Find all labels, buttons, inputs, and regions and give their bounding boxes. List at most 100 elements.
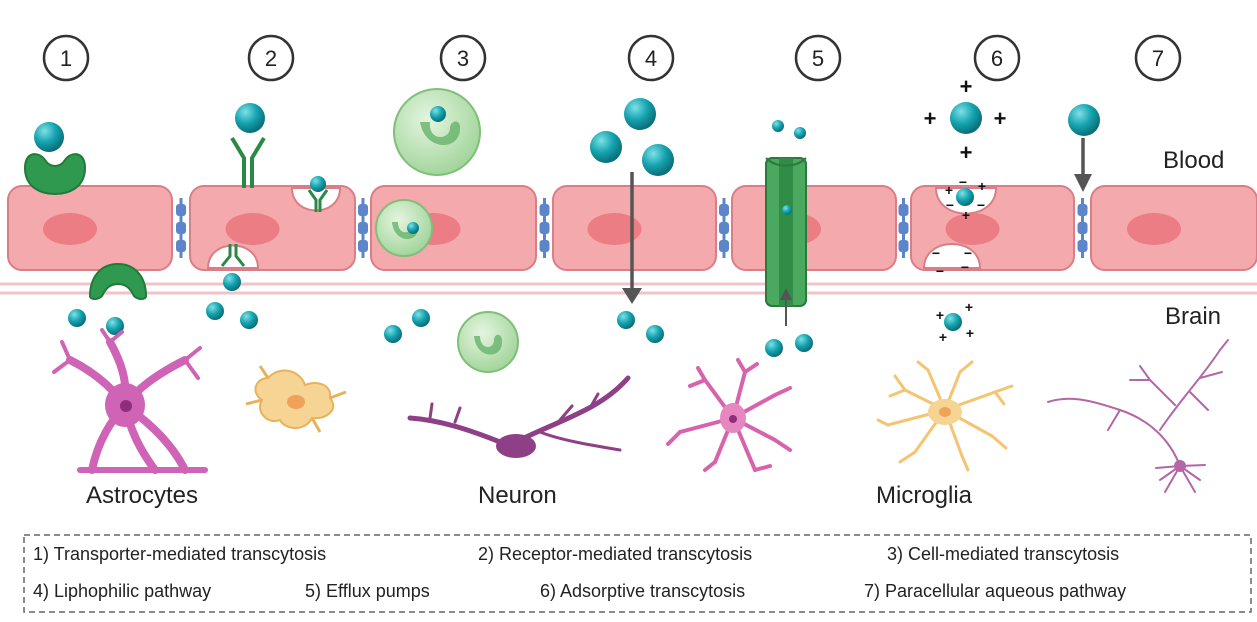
neuron-label: Neuron [478, 482, 557, 509]
step-marker-7: 7 [1134, 34, 1182, 82]
microglia-label: Microglia [876, 482, 973, 509]
cell-nucleus [225, 213, 280, 245]
molecule [235, 103, 265, 133]
glial-cell-orange [245, 365, 347, 433]
minus-sign: − [946, 197, 954, 213]
molecule [1068, 104, 1100, 136]
molecule [765, 339, 783, 357]
molecule [106, 317, 124, 335]
legend-item-4: 4) Liphophilic pathway [33, 581, 211, 601]
receptor-in-pit [307, 189, 329, 212]
plus-sign: + [945, 182, 953, 198]
plus-sign: + [994, 106, 1007, 131]
step-number: 4 [645, 46, 657, 71]
minus-sign: − [977, 197, 985, 213]
neuron-thin [1047, 339, 1229, 493]
transporter-protein-top [23, 153, 87, 196]
efflux-pump [765, 157, 807, 326]
molecule [617, 311, 635, 329]
brain-label: Brain [1165, 303, 1221, 330]
minus-sign: − [964, 245, 972, 261]
plus-sign: + [939, 329, 947, 345]
transporter-pathway [23, 153, 148, 300]
step-marker-5: 5 [794, 34, 842, 82]
plus-sign: + [924, 106, 937, 131]
molecule [310, 176, 326, 192]
immune-cell-blood [393, 88, 481, 176]
molecule [950, 102, 982, 134]
minus-sign: − [932, 245, 940, 261]
step-marker-2: 2 [247, 34, 295, 82]
astrocyte-small [666, 358, 792, 472]
microglia-cell [876, 360, 1014, 472]
molecule [384, 325, 402, 343]
step-number: 3 [457, 46, 469, 71]
immune-cell-pathway [375, 88, 519, 373]
molecule [430, 106, 446, 122]
immune-cell-crossing [375, 199, 433, 257]
adsorptive-pit-bottom [922, 243, 982, 269]
molecule [956, 188, 974, 206]
step-number: 6 [991, 46, 1003, 71]
plus-sign: + [966, 325, 974, 341]
molecule [772, 120, 784, 132]
molecule [412, 309, 430, 327]
receptor-top [230, 136, 266, 188]
molecule [642, 144, 674, 176]
immune-cell-brain [457, 311, 519, 373]
molecule [795, 334, 813, 352]
step-marker-6: 6 [973, 34, 1021, 82]
step-marker-4: 4 [627, 34, 675, 82]
receptor-pathway [206, 136, 342, 269]
cell-nucleus [945, 213, 1000, 245]
blood-label: Blood [1163, 147, 1224, 174]
plus-sign: + [962, 207, 970, 223]
molecule [34, 122, 64, 152]
molecule [782, 205, 792, 215]
molecule [646, 325, 664, 343]
minus-sign: − [936, 263, 944, 279]
legend-item-2: 2) Receptor-mediated transcytosis [478, 544, 752, 564]
plus-sign: + [978, 178, 986, 194]
charge-signs: + + + + − + + − − + − − − − + + + + [924, 74, 1007, 345]
legend-item-1: 1) Transporter-mediated transcytosis [33, 544, 326, 564]
step-number: 1 [60, 46, 72, 71]
astrocytes-label: Astrocytes [86, 482, 198, 509]
neuron-cell [407, 375, 631, 458]
adsorptive-pathway [922, 187, 998, 269]
molecule [206, 302, 224, 320]
receptor-in-bottom-pit [220, 244, 246, 267]
lipophilic-arrow [622, 172, 642, 304]
step-number: 7 [1152, 46, 1164, 71]
step-marker-3: 3 [439, 34, 487, 82]
cell-nucleus [43, 213, 97, 245]
legend: 1) Transporter-mediated transcytosis 2) … [23, 534, 1252, 613]
molecule [68, 309, 86, 327]
molecule [944, 313, 962, 331]
step-number: 5 [812, 46, 824, 71]
plus-sign: + [960, 74, 973, 99]
astrocyte-large [52, 328, 208, 474]
molecule [223, 273, 241, 291]
cell-nucleus [1127, 213, 1181, 245]
plus-sign: + [965, 299, 973, 315]
paracellular-arrow [1074, 138, 1092, 192]
molecule [240, 311, 258, 329]
cell-nucleus [587, 213, 642, 245]
step-markers: 1 2 3 4 5 6 7 [42, 34, 1182, 82]
step-number: 2 [265, 46, 277, 71]
legend-item-6: 6) Adsorptive transcytosis [540, 581, 745, 601]
transporter-protein-bottom [88, 262, 148, 300]
drug-molecules [34, 98, 1100, 357]
minus-sign: − [961, 259, 969, 275]
legend-item-3: 3) Cell-mediated transcytosis [887, 544, 1119, 564]
legend-item-5: 5) Efflux pumps [305, 581, 430, 601]
plus-sign: + [960, 140, 973, 165]
legend-item-7: 7) Paracellular aqueous pathway [864, 581, 1126, 601]
step-marker-1: 1 [42, 34, 90, 82]
plus-sign: + [936, 307, 944, 323]
molecule [624, 98, 656, 130]
molecule [590, 131, 622, 163]
molecule [407, 222, 419, 234]
